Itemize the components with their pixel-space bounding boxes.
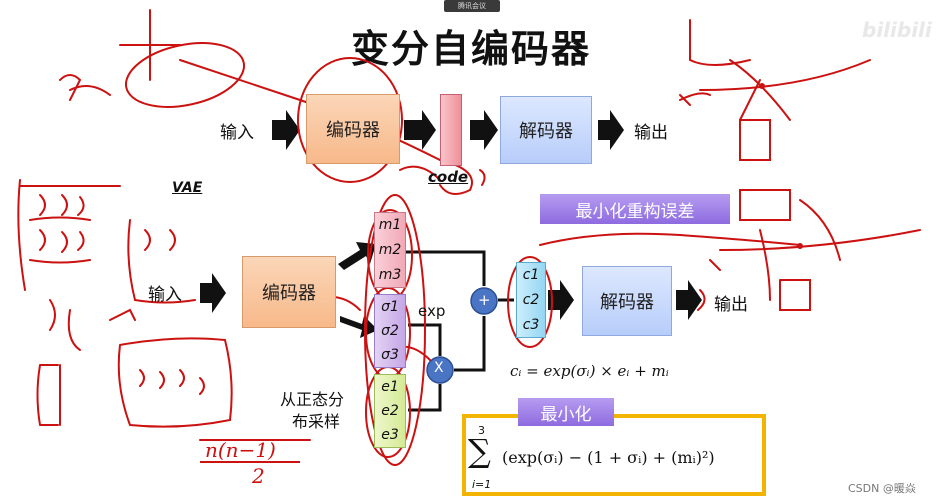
- vae-decoder-box: 解码器: [582, 266, 672, 336]
- sample-label-line1: 从正态分: [280, 390, 345, 409]
- m-2: m2: [378, 241, 402, 258]
- sum-upper: 3: [478, 424, 485, 437]
- banner-minimize: 最小化: [518, 398, 614, 426]
- loss-box: [462, 414, 766, 496]
- c-3: c3: [522, 316, 540, 333]
- c-formula: cᵢ = exp(σᵢ) × eᵢ + mᵢ: [510, 362, 669, 380]
- meeting-overlay-tag[interactable]: 腾讯会议: [444, 0, 500, 12]
- plus-operator: +: [478, 291, 491, 309]
- vae-row-arrows: [200, 242, 702, 338]
- sample-label-line2: 布采样: [292, 412, 341, 431]
- exp-label: exp: [418, 302, 446, 320]
- top-decoder-box: 解码器: [500, 96, 592, 164]
- code-label: code: [428, 168, 469, 186]
- c-1: c1: [522, 267, 540, 284]
- c-2: c2: [522, 291, 540, 308]
- e-2: e2: [381, 403, 399, 419]
- sigma-3: σ3: [381, 347, 399, 363]
- handwriting-annotations: [17, 9, 921, 466]
- e-3: e3: [381, 427, 399, 443]
- handwritten-denominator: 2: [252, 464, 265, 488]
- banner-reconstruct: 最小化重构误差: [540, 194, 730, 224]
- top-row-arrows: [272, 110, 624, 150]
- loss-body: (exp(σᵢ) − (1 + σᵢ) + (mᵢ)²): [502, 448, 715, 467]
- top-output-label: 输出: [634, 123, 668, 143]
- vae-input-label: 输入: [148, 285, 182, 305]
- sum-lower: i=1: [472, 478, 492, 491]
- mean-column: m1 m2 m3: [374, 212, 406, 288]
- sigma-2: σ2: [381, 323, 399, 339]
- m-1: m1: [378, 217, 402, 234]
- c-column: c1 c2 c3: [516, 262, 546, 338]
- handwritten-numerator: n(n−1): [205, 438, 276, 462]
- code-bar: [440, 94, 462, 166]
- slide-title: 变分自编码器: [350, 27, 591, 71]
- m-3: m3: [378, 266, 402, 283]
- times-operator: X: [434, 360, 444, 376]
- top-input-label: 输入: [220, 123, 254, 143]
- sigma-column: σ1 σ2 σ3: [374, 294, 406, 368]
- vae-label: VAE: [172, 180, 203, 196]
- vae-output-label: 输出: [714, 295, 748, 315]
- epsilon-column: e1 e2 e3: [374, 374, 406, 448]
- sigma-1: σ1: [381, 299, 399, 315]
- csdn-watermark: CSDN @暖焱: [848, 482, 916, 495]
- bilibili-logo: bilibili: [862, 18, 932, 42]
- e-1: e1: [381, 379, 399, 395]
- sum-symbol: ∑: [468, 432, 491, 470]
- vae-encoder-box: 编码器: [242, 256, 336, 328]
- top-encoder-box: 编码器: [306, 94, 400, 164]
